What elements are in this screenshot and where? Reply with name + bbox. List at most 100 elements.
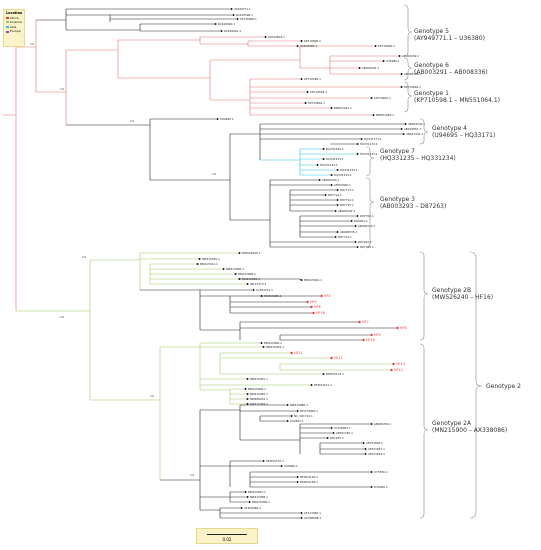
genotype4-label: Genotype 4 (U94695 – HQ33171) (432, 125, 495, 140)
tip-label: D30000.1 (374, 485, 388, 489)
scale-bar-box: 0.02 (196, 528, 258, 544)
tip-label: MN586252.1 (250, 397, 268, 401)
tip-marker (390, 368, 393, 372)
tip-label: HF4 (324, 294, 331, 298)
tip-label: D87712.1 (340, 198, 354, 202)
tip-label: MN215904.1 (248, 387, 266, 391)
tip-label: AF050000.1 (334, 183, 351, 187)
tip-marker (306, 300, 309, 304)
tip-marker (336, 199, 339, 201)
tip-label: MH055170.1 (326, 372, 344, 376)
tip-label: MN215908.1 (250, 495, 268, 499)
tip-label: HQ331234.1 (326, 157, 344, 161)
tip-label: MN551061.1 (334, 106, 352, 110)
tip-label: KC618400.1 (218, 22, 235, 26)
tip-marker (320, 294, 323, 298)
genotype7-label: Genotype 7 (HQ331235 – HQ331234) (380, 148, 456, 163)
tip-marker (370, 486, 373, 488)
genotype-name: Genotype 2A (432, 420, 472, 427)
tip-marker (330, 356, 333, 360)
genotype2-label: Genotype 2 (486, 383, 521, 390)
tip-marker (220, 30, 223, 32)
tip-marker (244, 388, 247, 390)
tip-label: HF8 (400, 326, 407, 330)
tip-marker (362, 442, 365, 444)
tip-marker (398, 55, 401, 57)
tip-label: KP710602.1 (308, 101, 325, 105)
genotype-name: Genotype 6 (414, 62, 449, 69)
tip-label: AB021391.1 (406, 132, 423, 136)
tip-marker (312, 311, 315, 315)
tip-label: AF061762.1 (336, 431, 353, 435)
tip-marker (360, 138, 363, 140)
genotype2b-label: Genotype 2B (MW526240 – HF16) (432, 287, 493, 302)
genotype-name: Genotype 2B (432, 287, 472, 294)
genotype-range: (MN215900 – AX338086) (432, 427, 508, 435)
tip-marker (260, 295, 263, 297)
tip-marker (336, 169, 339, 171)
upper-clade-branch (16, 20, 67, 125)
tip-label: AF031827.1 (368, 447, 385, 451)
tip-marker (322, 373, 325, 375)
tip-marker (306, 91, 309, 93)
tip-marker (290, 351, 293, 355)
tip-label: HF6 (314, 305, 321, 309)
bracket-genotype3 (365, 177, 375, 249)
tip-label: HF7 (362, 320, 369, 324)
tip-marker (234, 273, 237, 275)
tip-marker (404, 123, 407, 125)
tip-label: KP710596.1 (304, 77, 321, 81)
tip-label: MH003121.1 (314, 383, 332, 387)
tip-label: MN215906.1 (226, 267, 244, 271)
bracket-genotype2 (469, 251, 483, 519)
tip-label: HQ331172.1 (360, 142, 378, 146)
tip-marker (286, 420, 289, 422)
legend-item-america: America (6, 20, 22, 25)
tip-marker (264, 36, 267, 38)
tip-marker (326, 437, 329, 439)
genotype2b-upper-branches (16, 252, 246, 400)
tip-marker (300, 78, 303, 80)
bracket-genotype2a (419, 343, 429, 519)
tip-label: U36380.1 (386, 59, 400, 63)
tip-label: D87713.1 (340, 188, 354, 192)
tip-marker (252, 289, 255, 291)
tip-marker (362, 338, 365, 342)
tip-marker (246, 496, 249, 498)
tip-marker (334, 210, 337, 212)
tip-marker (296, 410, 299, 412)
genotype3-branches (230, 179, 356, 248)
tip-label: KC618399.1 (300, 44, 317, 48)
genotype-name: Genotype 4 (432, 125, 467, 132)
tip-label: KP710603.1 (268, 35, 285, 39)
tip-label: MN215905.1 (250, 392, 268, 396)
tip-label: U94695.1 (220, 117, 234, 121)
tip-marker (238, 278, 241, 280)
tip-label: JN127373.1 (249, 282, 266, 286)
tip-label: D87262.1 (358, 240, 372, 244)
tip-label: AB003292.1 (338, 209, 355, 213)
tree-branches (3, 8, 404, 519)
tip-marker (356, 143, 359, 145)
bootstrap-values: 100 100 100 100 100 100 100 100 (30, 43, 217, 477)
tip-marker (246, 378, 249, 380)
tip-label: AY196904.1 (334, 426, 351, 430)
genotype5-branches (36, 8, 236, 32)
tip-marker (222, 268, 225, 270)
bracket-genotype5 (403, 4, 413, 57)
tip-marker (336, 204, 339, 206)
tip-marker (324, 194, 327, 196)
tip-marker (356, 153, 359, 155)
tip-label: AB003292.1 (402, 54, 419, 58)
tip-label: HF16 (316, 311, 325, 315)
legend-label: Africa (10, 15, 19, 20)
tip-label: HF10 (366, 338, 375, 342)
tip-label: KP710601.1 (374, 96, 391, 100)
tip-marker (358, 320, 361, 324)
tip-marker (354, 241, 357, 243)
legend-item-europe: Europe (6, 29, 22, 34)
tip-label: MH055169.1 (300, 480, 318, 484)
tip-label: AB003289.1 (374, 422, 391, 426)
tip-marker (392, 362, 395, 366)
